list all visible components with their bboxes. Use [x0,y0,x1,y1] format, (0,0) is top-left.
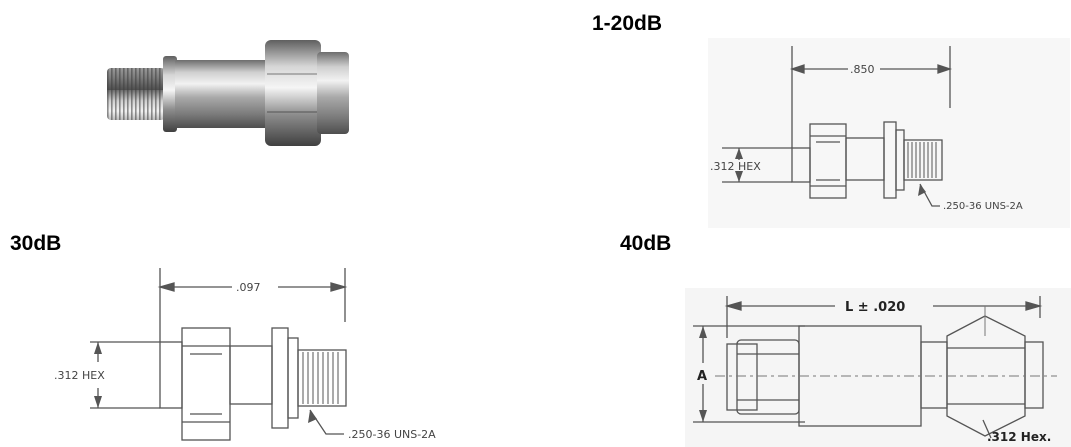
thread-callout-label: .250-36 UNS-2A [348,428,436,441]
length-dimension-label: L ± .020 [845,300,905,315]
drawing-30db: .097 .312 HEX .250-36 UNS-2A [54,268,436,441]
drawing-background [708,38,1070,228]
attenuator-photo [107,40,349,146]
drawing-1-20db: .850 .312 HEX .250-36 UNS-2A [708,38,1070,228]
hex-callout-label: .312 Hex. [987,430,1051,444]
hex-dimension-label: .312 HEX [54,369,105,382]
heading-1-20db: 1-20dB [592,12,663,35]
drawing-background [685,288,1071,447]
length-dimension-label: .850 [850,63,875,76]
diameter-dimension-label: A [697,369,707,384]
heading-30db: 30dB [10,232,62,255]
heading-40db: 40dB [620,232,672,255]
thread-callout-label: .250-36 UNS-2A [943,201,1023,212]
hex-dimension-label: .312 HEX [710,160,761,173]
drawing-40db: L ± .020 A .312 Hex. [685,288,1071,447]
length-dimension-label: .097 [236,281,261,294]
